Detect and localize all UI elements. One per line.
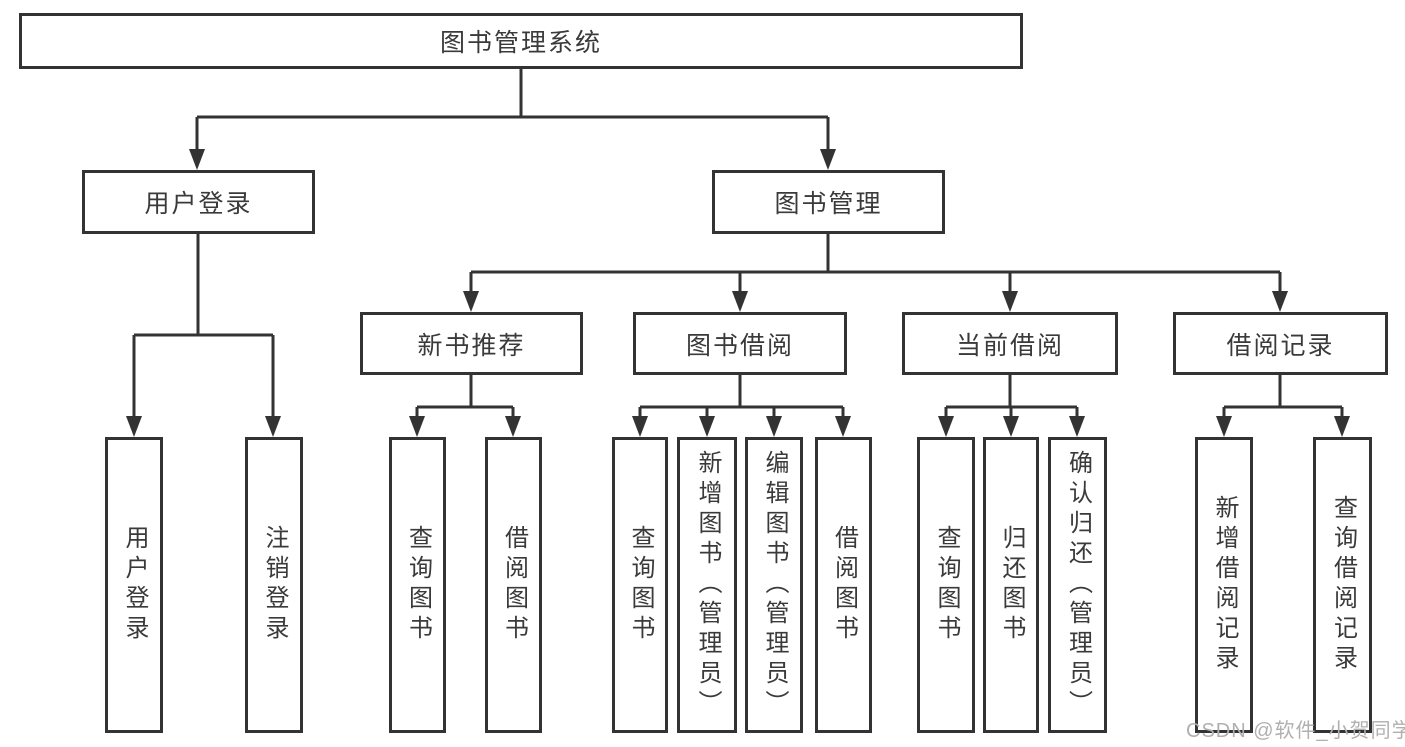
node-label: 归还图书 [998, 525, 1025, 645]
leaf-records-add-borrow-record: 新增借阅记录 [1195, 437, 1253, 733]
node-label: 新书推荐 [417, 331, 526, 360]
node-label: 用户登录 [121, 525, 148, 645]
node-label: 图书管理系统 [439, 29, 602, 57]
node-current-borrowing: 当前借阅 [902, 312, 1118, 375]
leaf-logout-login: 注销登录 [245, 437, 303, 733]
node-label: 查询图书 [404, 525, 432, 645]
node-book-borrowing: 图书借阅 [633, 312, 847, 375]
node-label: 查询借阅记录 [1329, 495, 1357, 675]
leaf-current-confirm-return-admin: 确认归还（管理员） [1048, 437, 1107, 733]
leaf-current-return-books: 归还图书 [983, 437, 1039, 733]
leaf-current-query-books: 查询图书 [917, 437, 975, 733]
node-user-login: 用户登录 [82, 170, 315, 234]
node-label: 借阅记录 [1226, 331, 1335, 360]
node-label: 借阅图书 [500, 525, 528, 645]
node-new-book-recommendation: 新书推荐 [360, 312, 583, 375]
node-label: 借阅图书 [830, 525, 858, 645]
watermark-csdn: CSDN @软件_小贺同学 [1186, 720, 1405, 742]
leaf-newbook-query-books: 查询图书 [389, 437, 446, 733]
leaf-borrowing-query-books: 查询图书 [612, 437, 668, 733]
leaf-borrowing-borrow-books: 借阅图书 [815, 437, 872, 733]
node-label: 新增借阅记录 [1211, 495, 1238, 675]
leaf-user-login: 用户登录 [105, 437, 163, 733]
node-label: 编辑图书（管理员） [761, 450, 788, 720]
node-label: 查询图书 [627, 525, 654, 645]
node-label: 图书借阅 [685, 331, 794, 360]
node-borrowing-records: 借阅记录 [1173, 312, 1388, 375]
leaf-borrowing-add-books-admin: 新增图书（管理员） [677, 437, 737, 733]
leaf-borrowing-edit-books-admin: 编辑图书（管理员） [745, 437, 803, 733]
leaf-newbook-borrow-books: 借阅图书 [485, 437, 542, 733]
node-label: 当前借阅 [955, 331, 1064, 360]
node-label: 确认归还（管理员） [1064, 450, 1092, 720]
node-label: 用户登录 [144, 190, 253, 218]
node-label: 新增图书（管理员） [694, 450, 721, 720]
node-library-management-system: 图书管理系统 [19, 13, 1023, 69]
node-label: 图书管理 [774, 190, 883, 218]
node-label: 查询图书 [933, 525, 960, 645]
node-book-management: 图书管理 [712, 170, 945, 234]
leaf-records-query-borrow-record: 查询借阅记录 [1313, 437, 1372, 733]
arrowhead-icons [126, 149, 1350, 437]
node-label: 注销登录 [261, 525, 288, 645]
